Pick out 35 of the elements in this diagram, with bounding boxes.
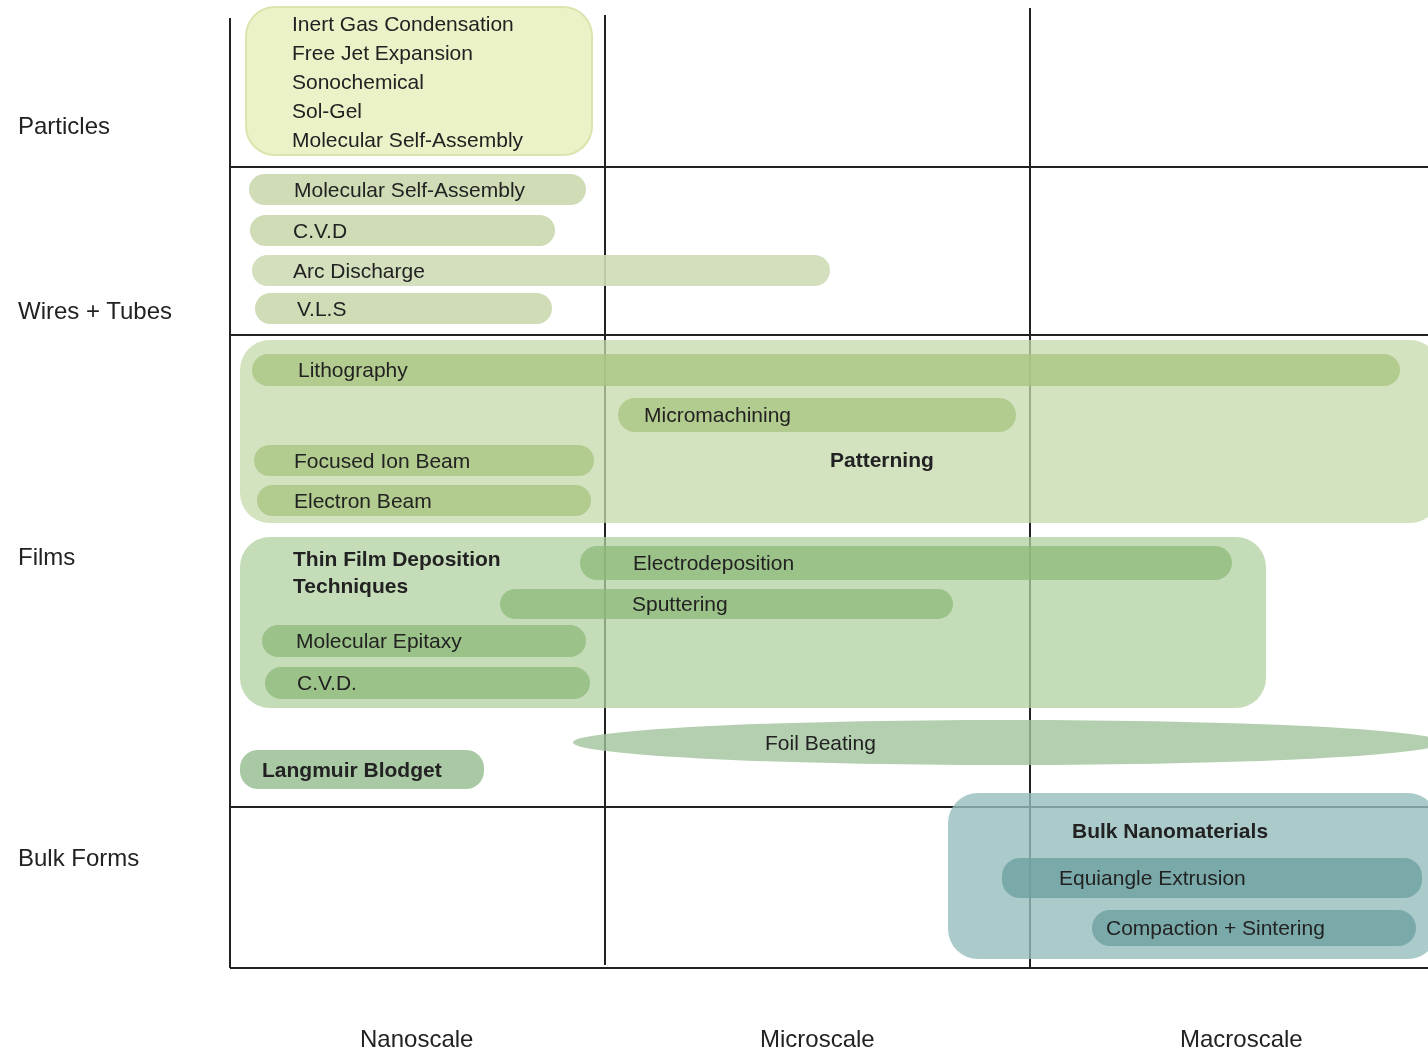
method-pill: Compaction + Sintering bbox=[1092, 910, 1416, 946]
method-pill: Molecular Epitaxy bbox=[262, 625, 586, 657]
category-panel bbox=[245, 6, 593, 156]
method-text: Sol-Gel bbox=[292, 99, 363, 123]
method-pill: Electrodeposition bbox=[580, 546, 1232, 580]
method-pill: Electron Beam bbox=[257, 485, 591, 516]
group-title: Bulk Nanomaterials bbox=[1072, 819, 1269, 843]
group-title: Thin Film Deposition Techniques bbox=[293, 546, 502, 599]
row-label: Wires + Tubes bbox=[18, 297, 173, 325]
column-label: Microscale bbox=[760, 1025, 875, 1052]
method-pill: Molecular Self-Assembly bbox=[249, 174, 586, 205]
method-text: Inert Gas Condensation bbox=[292, 12, 514, 36]
row-label: Bulk Forms bbox=[18, 844, 140, 872]
method-pill: Sputtering bbox=[500, 589, 953, 619]
method-pill: V.L.S bbox=[255, 293, 552, 324]
method-pill: Arc Discharge bbox=[252, 255, 830, 286]
method-text: Free Jet Expansion bbox=[292, 41, 473, 65]
method-pill: Micromachining bbox=[618, 398, 1016, 432]
method-pill: Lithography bbox=[252, 354, 1400, 386]
group-panel bbox=[240, 340, 1428, 523]
column-label: Nanoscale bbox=[360, 1025, 474, 1052]
method-pill: C.V.D bbox=[250, 215, 555, 246]
method-pill: Focused Ion Beam bbox=[254, 445, 594, 476]
group-panel bbox=[240, 537, 1266, 708]
method-pill: Equiangle Extrusion bbox=[1002, 858, 1422, 898]
method-text: Sonochemical bbox=[292, 70, 424, 94]
row-label: Films bbox=[18, 543, 76, 571]
method-pill: Langmuir Blodget bbox=[240, 750, 484, 789]
group-panel bbox=[948, 793, 1428, 959]
column-label: Macroscale bbox=[1180, 1025, 1303, 1052]
row-label: Particles bbox=[18, 112, 111, 140]
method-pill: C.V.D. bbox=[265, 667, 590, 699]
method-pill: Foil Beating bbox=[573, 720, 1428, 765]
method-text: Molecular Self-Assembly bbox=[292, 128, 524, 152]
group-title: Patterning bbox=[830, 448, 934, 472]
